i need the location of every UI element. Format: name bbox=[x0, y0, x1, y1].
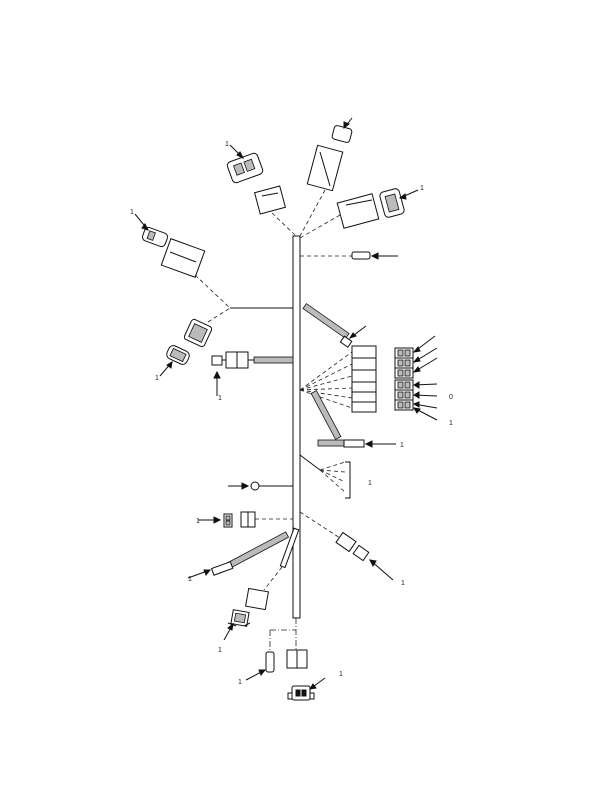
right-fanout bbox=[299, 345, 377, 413]
left-ring bbox=[228, 481, 293, 491]
main-trunk bbox=[292, 235, 301, 619]
left-small-connector: 1 bbox=[196, 511, 293, 528]
bottom-right-label: 1 bbox=[339, 671, 343, 678]
bottom-left-relay: 1 bbox=[218, 609, 251, 654]
diagonal-lead bbox=[245, 527, 300, 611]
lower-left-callout: 1 bbox=[188, 576, 192, 583]
top-right-connector bbox=[299, 188, 419, 239]
right-terminal-stack: 0 1 bbox=[394, 335, 453, 427]
right-stack-label: 0 bbox=[449, 394, 453, 401]
bottom-left-relay-callout: 1 bbox=[218, 647, 222, 654]
top-callouts: 1 1 1 1 bbox=[130, 141, 424, 382]
bottom-connector-box: 1 bbox=[286, 649, 343, 678]
center-long-braid: 1 bbox=[310, 390, 404, 449]
left-round-sensor bbox=[159, 307, 231, 377]
top-left-callout: 1 bbox=[130, 209, 134, 216]
right-stack-low-label: 1 bbox=[449, 420, 453, 427]
top-left-connector bbox=[226, 144, 264, 184]
bottom-label: 1 bbox=[218, 395, 222, 402]
braid-callout-label: 1 bbox=[400, 442, 404, 449]
left-middle-connector bbox=[211, 351, 294, 396]
top-center-connector bbox=[299, 117, 353, 237]
left-upper-connector bbox=[134, 213, 231, 309]
bottom-branches bbox=[269, 618, 297, 652]
center-four-leads: 1 bbox=[299, 454, 372, 499]
left-small-callout: 1 bbox=[196, 518, 200, 525]
bottom-plug: 1 bbox=[218, 395, 326, 701]
bottom-tube-callout: 1 bbox=[238, 679, 242, 686]
right-upper-braid bbox=[302, 303, 367, 348]
right-lower-callout: 1 bbox=[401, 580, 405, 587]
top-relay-block bbox=[253, 185, 297, 237]
right-lower-sensor: 1 bbox=[299, 511, 405, 587]
top-relay-callout: 1 bbox=[225, 141, 229, 148]
left-sensor-callout: 1 bbox=[155, 375, 159, 382]
bottom-tube: 1 bbox=[238, 651, 275, 686]
top-probe bbox=[300, 251, 398, 260]
lower-left-braid: 1 bbox=[187, 531, 290, 583]
top-right-callout: 1 bbox=[420, 185, 424, 192]
center-group-label: 1 bbox=[368, 480, 372, 487]
